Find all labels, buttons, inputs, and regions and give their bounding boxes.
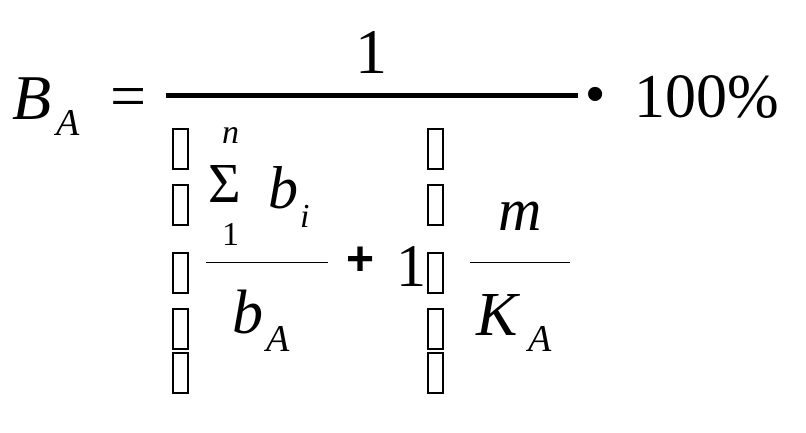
inner-denominator-symbol: b — [232, 279, 263, 347]
sum-symbol: Σ — [208, 153, 241, 215]
percentage-multiplier: 100% — [634, 63, 779, 131]
left-bracket-box-5 — [172, 352, 189, 394]
right-bracket-box-3 — [427, 252, 444, 294]
ratio-fraction-bar — [470, 262, 570, 263]
equals-sign: = — [110, 60, 147, 131]
sum-lower-limit: 1 — [222, 216, 239, 253]
right-bracket-box-4 — [427, 308, 444, 350]
left-bracket-box-1 — [172, 128, 189, 170]
lhs-symbol: B — [12, 62, 52, 133]
plus-sign: + — [346, 233, 375, 286]
plus-one: 1 — [396, 233, 426, 299]
ratio-denominator-symbol: K — [476, 281, 518, 349]
sum-term-subscript: i — [300, 198, 310, 235]
ratio-numerator: m — [498, 177, 542, 243]
right-bracket-box-2 — [427, 184, 444, 226]
inner-denominator-subscript: A — [266, 318, 290, 360]
sum-upper-limit: n — [222, 114, 239, 151]
lhs-subscript: A — [56, 102, 80, 144]
right-bracket-box-5 — [427, 352, 444, 394]
sum-term: b — [268, 155, 298, 221]
left-bracket-box-2 — [172, 184, 189, 226]
main-numerator: 1 — [355, 16, 387, 87]
left-bracket-box-3 — [172, 252, 189, 294]
right-bracket-box-1 — [427, 128, 444, 170]
multiplication-dot: • — [586, 65, 605, 123]
left-bracket-box-4 — [172, 308, 189, 350]
ratio-denominator-subscript: A — [528, 318, 552, 360]
inner-fraction-bar — [206, 262, 328, 263]
main-fraction-bar — [166, 93, 578, 98]
